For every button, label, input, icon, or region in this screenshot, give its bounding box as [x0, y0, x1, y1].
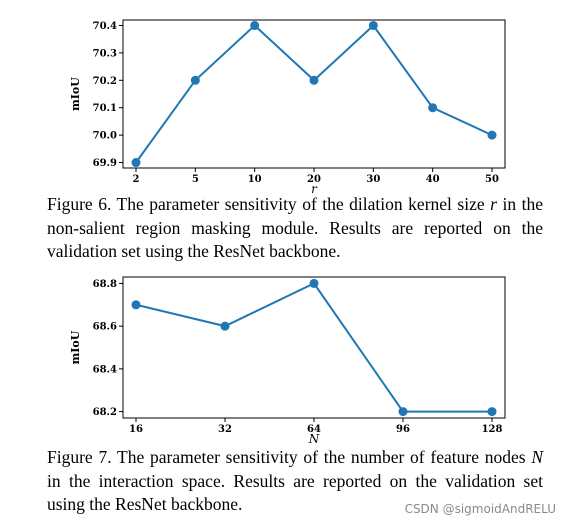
chart0-xtick-label: 30 [366, 174, 380, 185]
figure-6-caption-var: r [490, 194, 497, 214]
chart0-ytick-label: 70.3 [93, 48, 117, 59]
chart1-xtick-label: 32 [218, 424, 232, 435]
figure-7-caption-var: N [531, 447, 543, 467]
chart0-point [428, 103, 438, 113]
chart0-point [368, 20, 378, 30]
chart0-point [131, 158, 141, 168]
chart1-ytick-label: 68.8 [93, 279, 117, 290]
chart1-point [131, 300, 141, 310]
figure-7-caption-suffix: in the interaction space. Results are re… [47, 470, 543, 515]
watermark: CSDN @sigmoidAndRELU [404, 502, 556, 516]
chart0-point [190, 75, 200, 85]
chart1-frame [122, 276, 506, 419]
chart1-ylabel: mIoU [69, 330, 82, 364]
chart0-point [309, 75, 319, 85]
figure-6-caption-suffix: in the non-salient region masking module… [47, 194, 543, 261]
chart0-xtick-label: 2 [133, 174, 140, 185]
chart1-xlabel: N [308, 432, 320, 446]
chart1-point [487, 407, 497, 417]
chart0-ylabel: mIoU [69, 77, 82, 111]
figure-6-caption: Figure 6. The parameter sensitivity of t… [47, 193, 543, 264]
chart0-xtick-label: 50 [485, 174, 499, 185]
chart0-point [250, 20, 260, 30]
chart0-point [487, 130, 497, 140]
chart1-xtick-label: 96 [396, 424, 410, 435]
figure-7-caption-prefix: Figure 7. The parameter sensitivity of t… [47, 447, 532, 467]
chart0-xtick-label: 10 [248, 174, 262, 185]
chart1-point [398, 407, 408, 417]
chart1-ytick-label: 68.2 [93, 407, 117, 418]
chart1-xtick-label: 16 [129, 424, 143, 435]
chart0-ytick-label: 69.9 [93, 158, 117, 169]
chart0-xlabel: r [311, 182, 318, 196]
chart1-ytick-label: 68.6 [93, 322, 117, 333]
chart0-ytick-label: 70.1 [93, 103, 117, 114]
chart0-xtick-label: 5 [192, 174, 199, 185]
chart0-ytick-label: 70.0 [93, 131, 117, 142]
chart1-series-line [135, 282, 492, 413]
figure-6-chart: 69.9 70.0 70.1 70.2 70.3 70.4 2 5 10 20 30 40 50 r mIo… [69, 19, 506, 196]
chart0-xtick-label: 40 [426, 174, 440, 185]
chart1-ytick-label: 68.4 [93, 364, 117, 375]
chart0-ytick-label: 70.4 [93, 21, 117, 32]
chart0-frame [122, 19, 506, 169]
chart1-point [220, 321, 230, 331]
chart1-xtick-label: 128 [482, 424, 503, 435]
figure-7-caption: Figure 7. The parameter sensitivity of t… [47, 446, 543, 517]
chart1-point [309, 278, 319, 288]
figure-6-caption-prefix: Figure 6. The parameter sensitivity of t… [47, 194, 491, 214]
chart0-series-line [135, 23, 493, 164]
chart0-xtick-label: 20 [307, 174, 321, 185]
chart0-ytick-label: 70.2 [93, 76, 117, 87]
chart1-xtick-label: 64 [307, 424, 321, 435]
